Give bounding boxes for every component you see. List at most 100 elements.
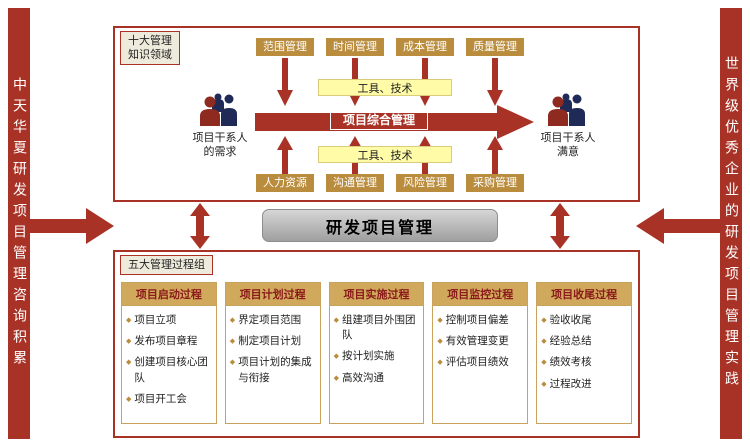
diamond-bullet-icon: ◆ [437, 358, 443, 367]
list-item: ◆过程改进 [541, 377, 628, 392]
column-header: 项目收尾过程 [537, 283, 631, 306]
diamond-bullet-icon: ◆ [541, 358, 547, 367]
list-item: ◆绩效考核 [541, 355, 628, 370]
list-item: ◆验收收尾 [541, 313, 628, 328]
stakeholder-needs: 项目干系人 的需求 [180, 92, 260, 160]
column-header: 项目实施过程 [329, 283, 424, 306]
column-items: ◆组建项目外围团队 ◆按计划实施 ◆高效沟通 [330, 306, 424, 386]
integration-arrow-label: 项目综合管理 [330, 110, 429, 130]
list-item: ◆评估项目绩效 [437, 355, 524, 370]
double-arrow-icon [190, 203, 210, 249]
knowledge-item-cost: 成本管理 [396, 38, 454, 56]
diamond-bullet-icon: ◆ [541, 316, 547, 324]
item-text: 界定项目范围 [238, 314, 302, 326]
list-item: ◆按计划实施 [334, 349, 421, 364]
knowledge-item-quality: 质量管理 [466, 38, 524, 56]
knowledge-item-hr: 人力资源 [256, 174, 314, 192]
item-text: 制定项目计划 [238, 335, 302, 348]
process-column-execution: 项目实施过程 ◆组建项目外围团队 ◆按计划实施 ◆高效沟通 [328, 282, 425, 424]
item-text: 按计划实施 [341, 350, 395, 363]
knowledge-item-time: 时间管理 [326, 38, 384, 56]
tools-techniques-top: 工具、技术 [318, 79, 452, 96]
item-text: 项目开工会 [134, 392, 187, 405]
diamond-bullet-icon: ◆ [229, 358, 236, 367]
knowledge-bottom-row: 人力资源 沟通管理 风险管理 采购管理 [256, 174, 524, 192]
item-text: 有效管理变更 [445, 335, 509, 348]
diamond-bullet-icon: ◆ [333, 373, 339, 382]
column-header: 项目计划过程 [225, 283, 320, 306]
column-items: ◆界定项目范围 ◆制定项目计划 ◆项目计划的集成与衔接 [226, 306, 320, 386]
diamond-bullet-icon: ◆ [126, 316, 132, 324]
diamond-bullet-icon: ◆ [229, 316, 236, 324]
center-title: 研发项目管理 [262, 209, 498, 242]
knowledge-item-risk: 风险管理 [396, 174, 454, 192]
diamond-bullet-icon: ◆ [541, 337, 547, 346]
item-text: 控制项目偏差 [445, 314, 509, 326]
column-items: ◆验收收尾 ◆经验总结 ◆绩效考核 ◆过程改进 [537, 306, 631, 392]
list-item: ◆发布项目章程 [126, 334, 213, 349]
process-column-planning: 项目计划过程 ◆界定项目范围 ◆制定项目计划 ◆项目计划的集成与衔接 [224, 282, 321, 424]
stakeholder-satisfaction-label: 项目干系人 满意 [540, 131, 596, 159]
column-items: ◆项目立项 ◆发布项目章程 ◆创建项目核心团队 ◆项目开工会 [122, 306, 216, 407]
arrow-left-icon [636, 208, 720, 244]
tools-techniques-bottom: 工具、技术 [318, 146, 452, 163]
diamond-bullet-icon: ◆ [437, 316, 443, 324]
up-arrow-icon [277, 136, 293, 174]
stakeholders-icon [200, 93, 237, 126]
down-arrow-icon [277, 58, 293, 106]
up-arrow-icon [487, 136, 503, 174]
item-text: 高效沟通 [341, 371, 384, 384]
list-item: ◆制定项目计划 [230, 334, 317, 349]
item-text: 绩效考核 [549, 356, 592, 369]
item-text: 项目计划的集成与衔接 [238, 356, 312, 384]
diamond-bullet-icon: ◆ [333, 316, 339, 324]
list-item: ◆组建项目外围团队 [334, 313, 421, 343]
list-item: ◆高效沟通 [334, 371, 421, 386]
right-banner-text: 世界级优秀企业的研发项目管理实践 [723, 55, 739, 392]
left-banner: 中天华夏研发项目管理咨询积累 [8, 8, 30, 439]
diamond-bullet-icon: ◆ [229, 337, 236, 346]
item-text: 组建项目外围团队 [341, 314, 416, 342]
process-columns: 项目启动过程 ◆项目立项 ◆发布项目章程 ◆创建项目核心团队 ◆项目开工会 项目… [121, 282, 632, 424]
column-header: 项目启动过程 [122, 283, 216, 306]
item-text: 评估项目绩效 [445, 356, 509, 369]
diamond-bullet-icon: ◆ [126, 358, 132, 367]
item-text: 发布项目章程 [134, 335, 198, 348]
item-text: 验收收尾 [549, 314, 592, 326]
down-arrow-icon [487, 58, 503, 106]
left-banner-text: 中天华夏研发项目管理咨询积累 [11, 76, 27, 371]
arrow-right-icon [30, 208, 114, 244]
knowledge-item-procurement: 采购管理 [466, 174, 524, 192]
item-text: 项目立项 [134, 314, 177, 326]
list-item: ◆项目计划的集成与衔接 [230, 355, 317, 385]
stakeholders-icon [548, 93, 585, 126]
process-groups-label: 五大管理过程组 [120, 255, 213, 275]
list-item: ◆项目立项 [126, 313, 213, 328]
diamond-bullet-icon: ◆ [126, 337, 132, 346]
diamond-bullet-icon: ◆ [126, 394, 132, 403]
stakeholder-satisfaction: 项目干系人 满意 [528, 92, 608, 160]
knowledge-areas-label: 十大管理 知识领域 [120, 31, 180, 65]
process-column-closing: 项目收尾过程 ◆验收收尾 ◆经验总结 ◆绩效考核 ◆过程改进 [536, 282, 632, 424]
item-text: 创建项目核心团队 [134, 356, 208, 384]
knowledge-top-row: 范围管理 时间管理 成本管理 质量管理 [256, 38, 524, 56]
process-column-initiation: 项目启动过程 ◆项目立项 ◆发布项目章程 ◆创建项目核心团队 ◆项目开工会 [121, 282, 217, 424]
column-header: 项目监控过程 [433, 283, 528, 306]
column-items: ◆控制项目偏差 ◆有效管理变更 ◆评估项目绩效 [433, 306, 527, 371]
knowledge-item-communication: 沟通管理 [326, 174, 384, 192]
item-text: 过程改进 [549, 377, 592, 390]
list-item: ◆有效管理变更 [437, 334, 524, 349]
list-item: ◆界定项目范围 [230, 313, 317, 328]
diamond-bullet-icon: ◆ [437, 337, 443, 346]
double-arrow-icon [550, 203, 570, 249]
diamond-bullet-icon: ◆ [541, 379, 547, 388]
list-item: ◆项目开工会 [126, 392, 213, 407]
stakeholder-needs-label: 项目干系人 的需求 [192, 131, 248, 159]
process-column-monitoring: 项目监控过程 ◆控制项目偏差 ◆有效管理变更 ◆评估项目绩效 [432, 282, 529, 424]
integration-arrow-icon [255, 105, 534, 139]
list-item: ◆控制项目偏差 [437, 313, 524, 328]
list-item: ◆经验总结 [541, 334, 628, 349]
right-banner: 世界级优秀企业的研发项目管理实践 [720, 8, 742, 439]
diamond-bullet-icon: ◆ [333, 352, 339, 361]
